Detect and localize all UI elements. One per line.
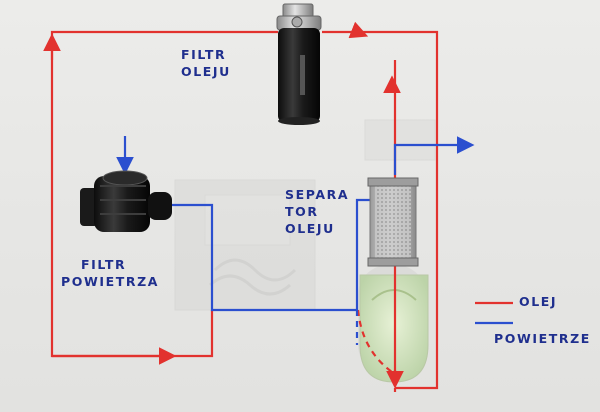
oil-filter-label-line-2: OLEJU [181, 64, 231, 79]
legend [475, 301, 513, 325]
oil-circuit [43, 21, 439, 392]
legend-oil-label: OLEJ [519, 294, 558, 309]
oil-filter-icon [276, 3, 322, 125]
oil-filter-label: FILTR OLEJU [181, 46, 231, 80]
air-filter-icon [80, 170, 172, 232]
oil-filter-label-line-1: FILTR [181, 47, 227, 62]
oil-separator-label-line-2: TOR [285, 204, 319, 219]
oil-separator-label-line-1: SEPARA [285, 187, 350, 202]
air-circuit [116, 136, 475, 345]
air-filter-label-line-2: POWIETRZA [61, 274, 160, 289]
oil-separator-label: SEPARA TOR OLEJU [285, 186, 349, 237]
air-filter-label-line-1: FILTR [81, 257, 127, 272]
oil-separator-label-line-3: OLEJU [285, 221, 335, 236]
oil-separator-icon [367, 177, 419, 267]
air-filter-label: FILTR POWIETRZA [61, 256, 159, 290]
legend-air-label: POWIETRZE [494, 331, 591, 346]
